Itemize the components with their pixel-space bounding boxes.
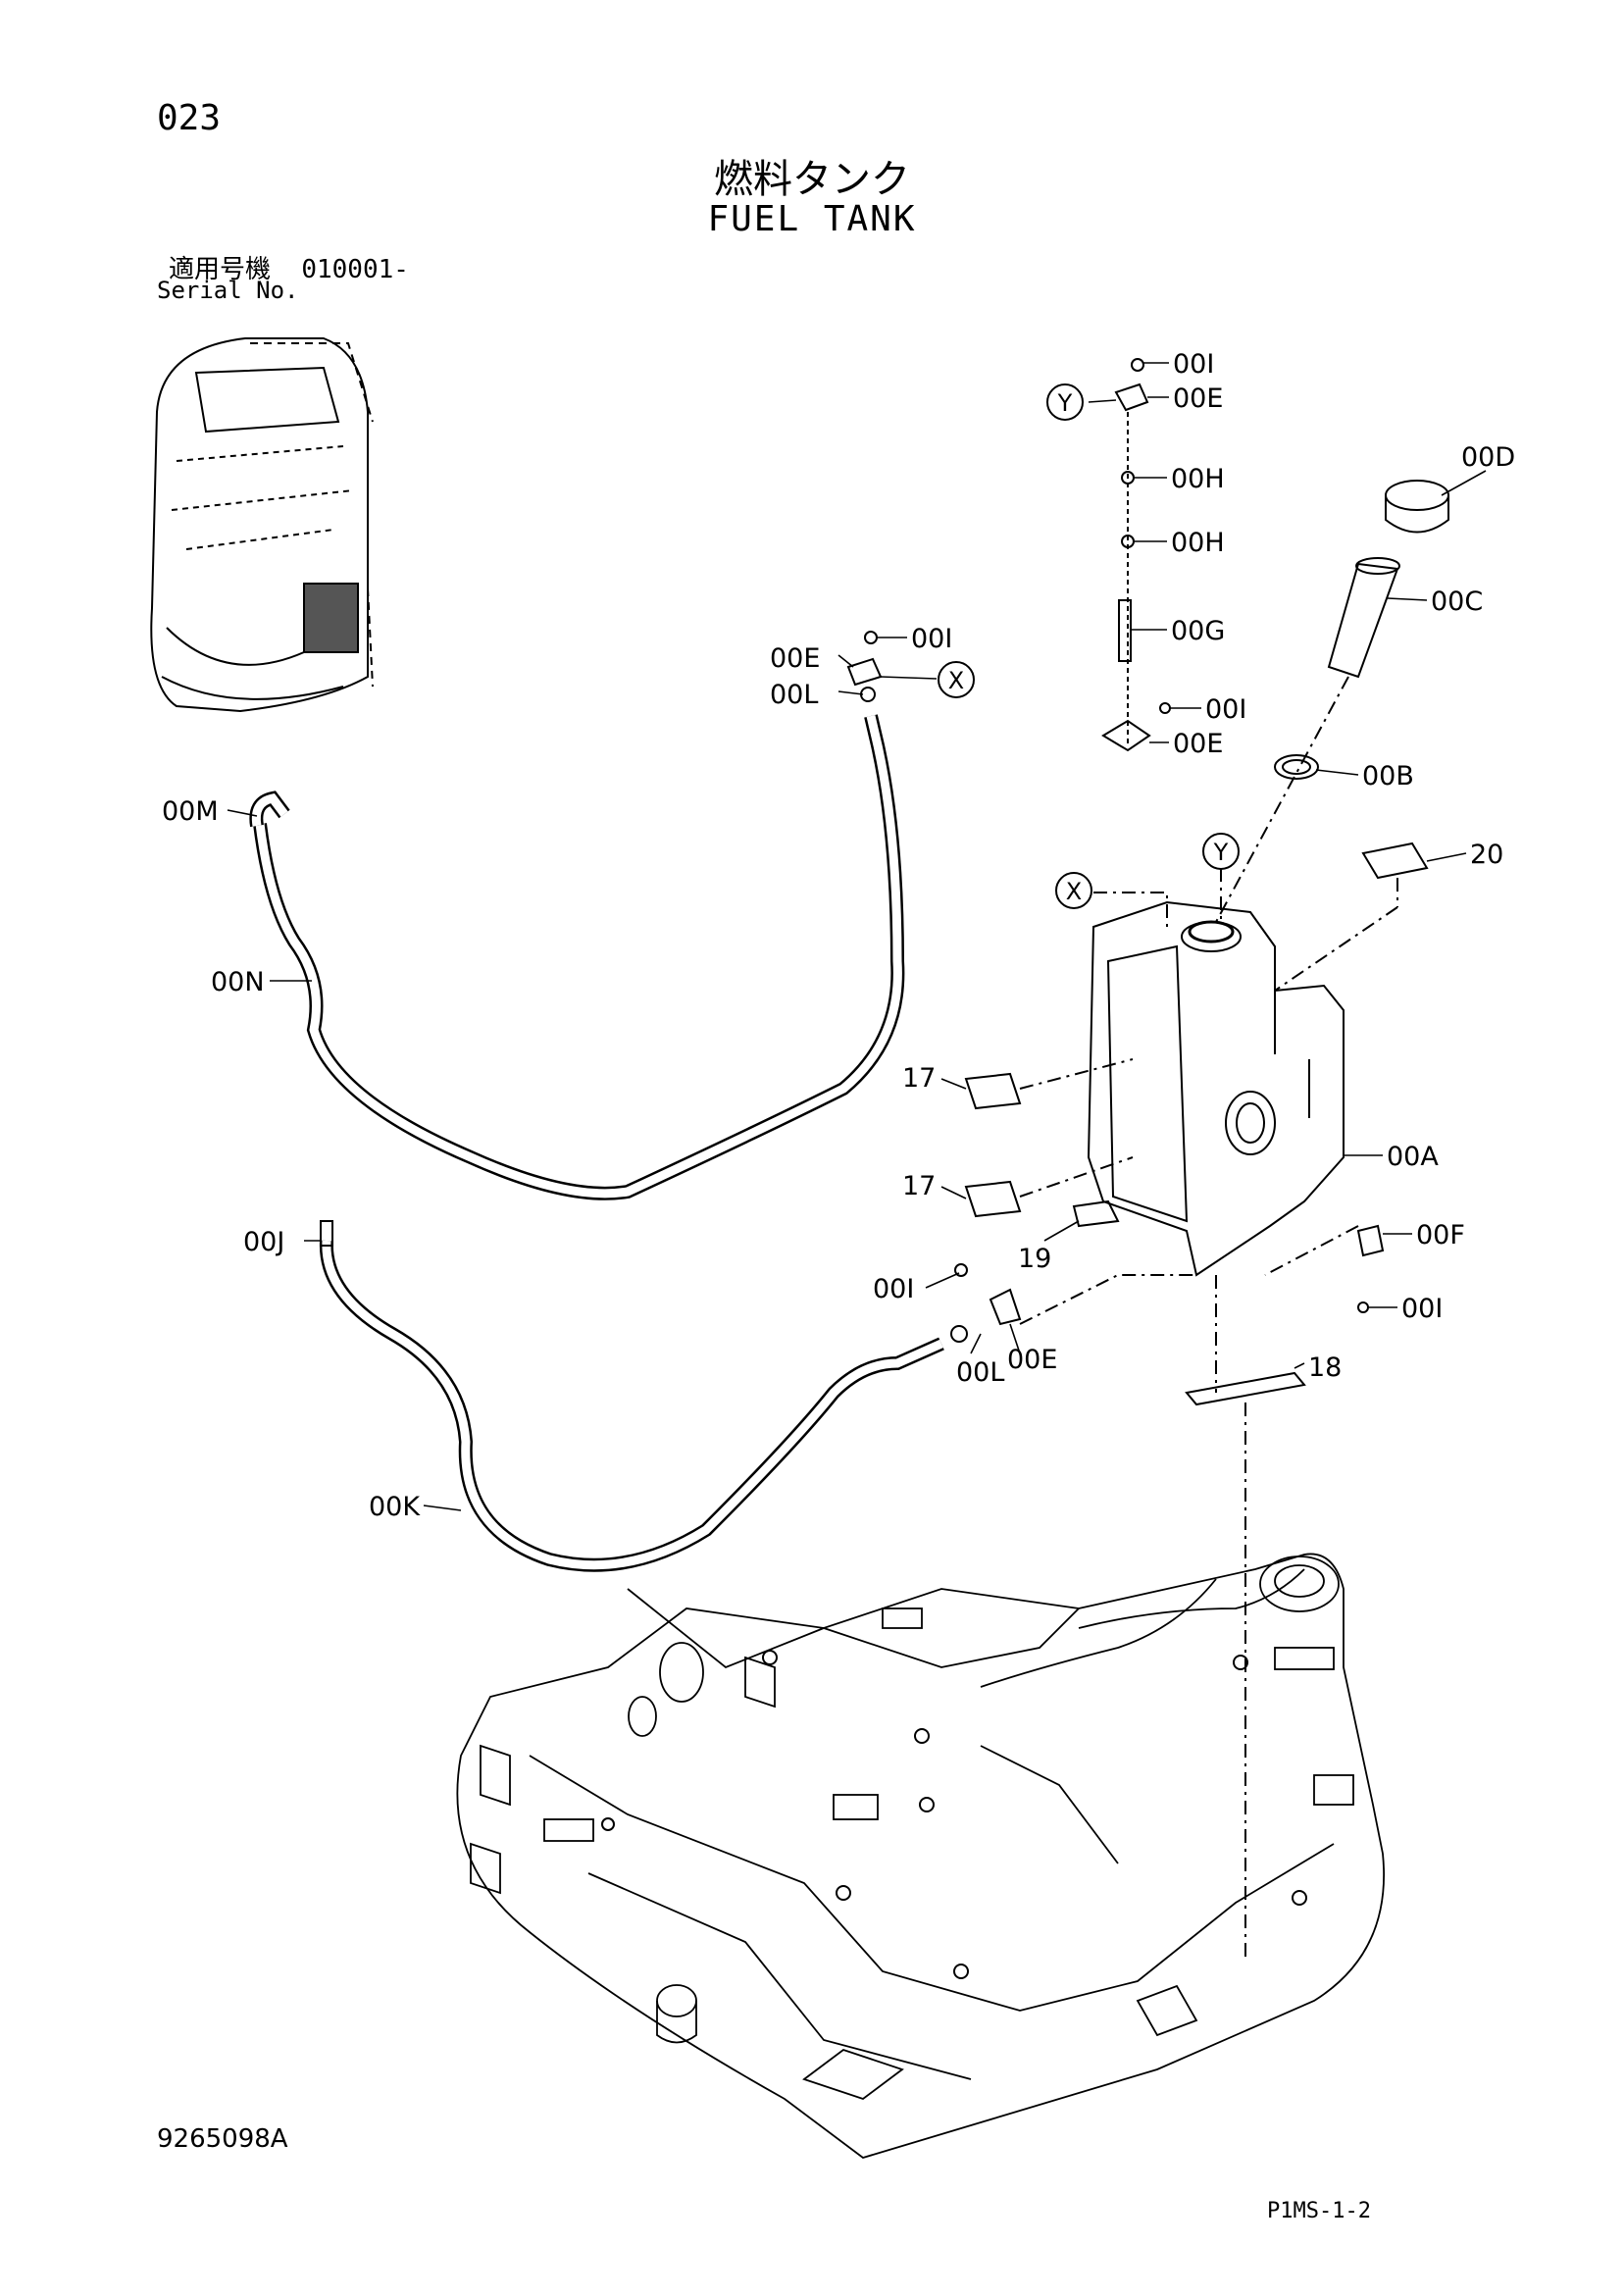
callout-00L: 00L: [956, 1357, 1004, 1388]
serial-label-japanese: 適用号機: [169, 255, 272, 284]
callout-00B: 00B: [1362, 761, 1414, 791]
callout-00I: 00I: [1401, 1294, 1443, 1324]
leader-lines: [227, 362, 1487, 1511]
filler-cap: [1385, 480, 1449, 534]
document-number: 9265098A: [157, 2124, 288, 2154]
serial-label: Serial No.: [157, 277, 299, 304]
fuel-sensor-assembly: [1101, 358, 1171, 752]
reference-mark-x-tank-letter: X: [1066, 878, 1082, 905]
reference-mark-y-top-letter: Y: [1057, 389, 1073, 417]
reference-mark-y-top: [1046, 383, 1084, 421]
fuel-tank-body: [1087, 900, 1345, 1277]
serial-applicability: 適用号機 010001-: [169, 249, 409, 285]
label-plate-20: [1361, 842, 1429, 880]
callout-00H: 00H: [1171, 464, 1225, 494]
label-plate-17-a: [964, 1072, 1022, 1110]
callout-18: 18: [1308, 1352, 1342, 1383]
callout-00J: 00J: [243, 1227, 284, 1257]
callout-00I: 00I: [1205, 694, 1246, 725]
callout-00E: 00E: [1007, 1345, 1057, 1375]
return-hose: [249, 714, 905, 1200]
callout-00I: 00I: [1173, 349, 1214, 380]
serial-range: 010001-: [301, 255, 409, 284]
filler-gasket: [1274, 754, 1319, 780]
callout-00E: 00E: [1173, 729, 1223, 759]
callout-00D: 00D: [1461, 442, 1515, 473]
label-plate-17-b: [964, 1180, 1022, 1218]
reference-mark-x-top: [938, 661, 975, 698]
page-number: 023: [157, 98, 222, 138]
callout-00H: 00H: [1171, 528, 1225, 558]
callout-17: 17: [902, 1063, 936, 1094]
callout-00I: 00I: [911, 624, 952, 654]
callout-19: 19: [1018, 1244, 1051, 1274]
filler-neck: [1327, 557, 1400, 679]
reference-mark-y-tank: [1202, 833, 1240, 870]
callout-00K: 00K: [369, 1492, 421, 1522]
reference-mark-x-tank: [1055, 872, 1092, 909]
callout-00M: 00M: [162, 796, 219, 827]
callout-00C: 00C: [1431, 587, 1483, 617]
callout-20: 20: [1470, 840, 1503, 870]
drain-fitting: [1356, 1224, 1385, 1313]
supply-hose: [319, 1220, 944, 1572]
page-title: FUEL TANK: [707, 199, 917, 239]
supply-hose-fitting: [950, 1263, 1022, 1343]
label-plate-19: [1072, 1199, 1120, 1228]
label-plate-18: [1185, 1371, 1306, 1406]
frame-bolts: [601, 1650, 1307, 1979]
callout-00G: 00G: [1171, 616, 1225, 646]
callout-17: 17: [902, 1171, 936, 1201]
callout-00A: 00A: [1387, 1142, 1439, 1172]
page-code: P1MS-1-2: [1267, 2199, 1371, 2223]
reference-mark-x-top-letter: X: [948, 667, 964, 694]
machine-overview-thumbnail: [150, 337, 374, 713]
reference-mark-y-tank-letter: Y: [1213, 839, 1229, 866]
callout-00L: 00L: [770, 680, 818, 710]
callout-00N: 00N: [211, 967, 265, 997]
callout-00E: 00E: [1173, 383, 1223, 414]
callout-00E: 00E: [770, 643, 820, 674]
callout-00I: 00I: [873, 1274, 914, 1304]
page-title-japanese: 燃料タンク: [714, 157, 910, 202]
upper-frame: [456, 1553, 1385, 2159]
callout-00F: 00F: [1416, 1220, 1465, 1250]
